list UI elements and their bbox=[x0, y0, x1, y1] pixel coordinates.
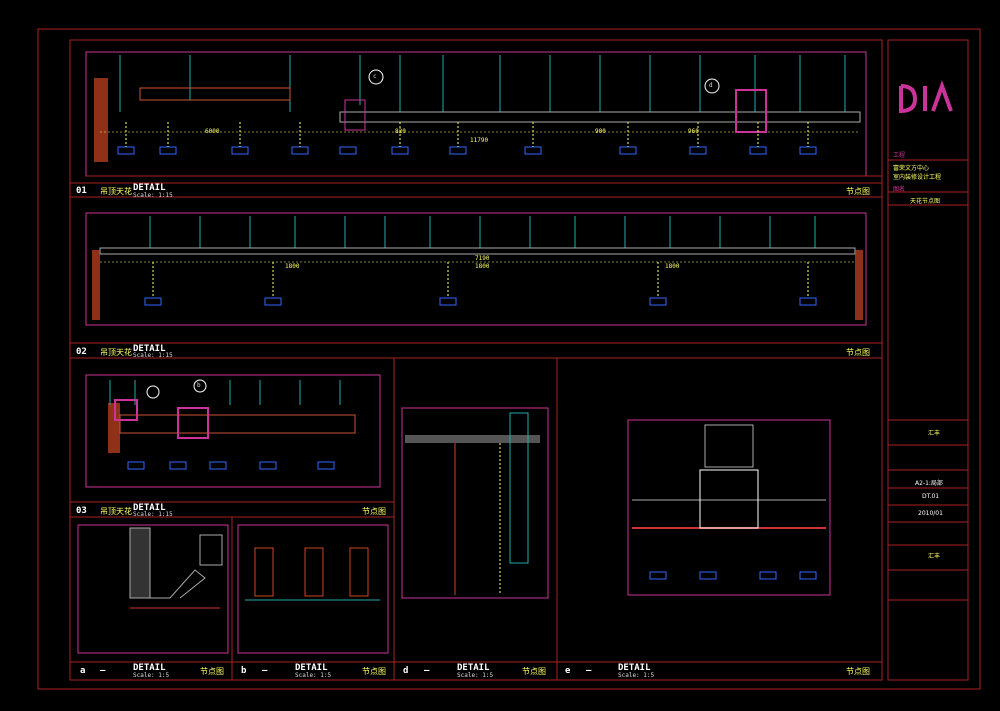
callout-b: b bbox=[197, 382, 201, 389]
dim-mid-a: 1800 bbox=[285, 263, 300, 270]
section-d-cn: — bbox=[424, 666, 430, 676]
section-02-cn: 吊顶天花 bbox=[100, 348, 132, 357]
panel-01 bbox=[70, 51, 882, 198]
dim-mid-c: 1800 bbox=[665, 263, 680, 270]
section-b-cn: — bbox=[262, 666, 268, 676]
designer-value: 汇丰 bbox=[928, 430, 941, 437]
section-b-title: DETAIL bbox=[295, 663, 328, 673]
panel-02 bbox=[70, 212, 882, 359]
dim-top-c: 900 bbox=[595, 128, 606, 135]
panel-e bbox=[627, 419, 831, 596]
panel-a bbox=[77, 517, 233, 680]
project-label: 工程 bbox=[893, 152, 906, 159]
check-value: 汇丰 bbox=[928, 553, 941, 560]
section-a-tag: 节点图 bbox=[200, 667, 224, 676]
sheet-no: A2-1:局部 bbox=[915, 480, 943, 487]
dim-mid-total: 7190 bbox=[475, 255, 490, 262]
section-b-scale: Scale: 1:5 bbox=[295, 672, 332, 679]
section-a-cn: — bbox=[100, 666, 106, 676]
section-e-number: e bbox=[565, 666, 571, 676]
section-03-title: DETAIL bbox=[133, 503, 166, 513]
section-01-title: DETAIL bbox=[133, 183, 166, 193]
section-03-number: 03 bbox=[76, 506, 87, 516]
section-d-number: d bbox=[403, 666, 409, 676]
section-03-scale: Scale: 1:15 bbox=[133, 511, 173, 518]
callout-c: c bbox=[373, 73, 377, 80]
section-a-number: a bbox=[80, 666, 86, 676]
dim-top-a: 6000 bbox=[205, 128, 220, 135]
section-e-cn: — bbox=[586, 666, 592, 676]
title-block bbox=[887, 39, 969, 681]
section-b-tag: 节点图 bbox=[362, 667, 386, 676]
section-b-number: b bbox=[241, 666, 247, 676]
inner-border bbox=[69, 39, 883, 681]
section-e-tag: 节点图 bbox=[846, 667, 870, 676]
dim-top-d: 960 bbox=[688, 128, 699, 135]
drawing-label: 图名 bbox=[893, 186, 906, 193]
dim-top-total: 11790 bbox=[470, 137, 489, 144]
dim-mid-b: 1800 bbox=[475, 263, 490, 270]
section-d-tag: 节点图 bbox=[522, 667, 546, 676]
dim-top-b: 820 bbox=[395, 128, 406, 135]
project-name-1: 富荣文方中心 bbox=[893, 165, 930, 172]
section-d-title: DETAIL bbox=[457, 663, 490, 673]
section-01-tag: 节点图 bbox=[846, 187, 870, 196]
drawing-name: 天花节点图 bbox=[910, 198, 941, 205]
logo-mark bbox=[899, 80, 953, 114]
section-e-title: DETAIL bbox=[618, 663, 651, 673]
drawing-code: DT.01 bbox=[922, 493, 940, 500]
section-03-cn: 吊顶天花 bbox=[100, 507, 132, 516]
section-e-scale: Scale: 1:5 bbox=[618, 672, 655, 679]
drawing-date: 2010/01 bbox=[918, 510, 943, 517]
project-name-2: 室内装修设计工程 bbox=[893, 174, 942, 181]
section-d-scale: Scale: 1:5 bbox=[457, 672, 494, 679]
section-02-scale: Scale: 1:15 bbox=[133, 352, 173, 359]
section-01-scale: Scale: 1:15 bbox=[133, 192, 173, 199]
panel-03 bbox=[70, 358, 558, 680]
outer-border bbox=[37, 28, 981, 690]
panel-d bbox=[401, 407, 549, 599]
panel-b bbox=[237, 524, 389, 654]
section-a-scale: Scale: 1:5 bbox=[133, 672, 170, 679]
callout-d: d bbox=[709, 82, 713, 89]
section-01-cn: 吊顶天花 bbox=[100, 187, 132, 196]
section-a-title: DETAIL bbox=[133, 663, 166, 673]
section-02-tag: 节点图 bbox=[846, 348, 870, 357]
section-02-number: 02 bbox=[76, 347, 87, 357]
section-03-tag: 节点图 bbox=[362, 507, 386, 516]
section-01-number: 01 bbox=[76, 186, 87, 196]
section-02-title: DETAIL bbox=[133, 344, 166, 354]
bottom-strip bbox=[70, 661, 882, 680]
